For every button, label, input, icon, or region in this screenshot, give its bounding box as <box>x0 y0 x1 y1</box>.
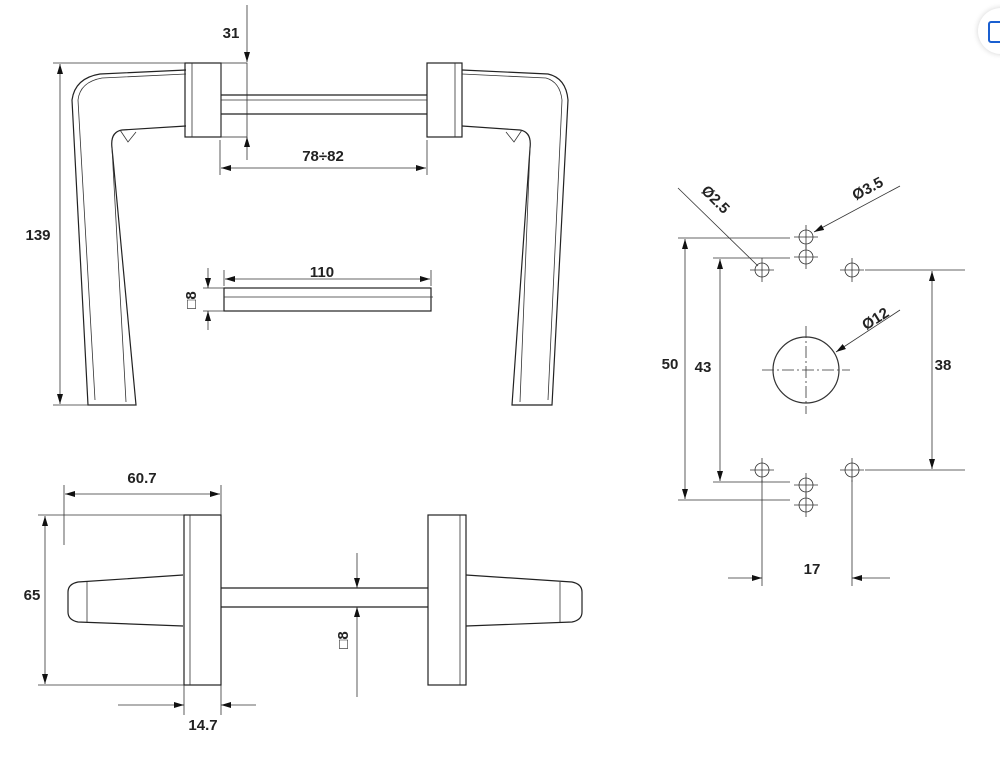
scan-icon <box>988 21 1000 43</box>
dim-hole-12: Ø12 <box>859 304 892 333</box>
dim-31: 31 <box>223 25 240 42</box>
left-handle <box>71 62 248 406</box>
dim-door-thickness: 78÷82 <box>302 148 344 165</box>
left-lever <box>67 514 222 686</box>
dim-43: 43 <box>695 359 712 376</box>
dim-38: 38 <box>935 357 952 374</box>
dim-14-7: 14.7 <box>188 717 217 734</box>
dim-110: 110 <box>310 264 334 281</box>
hole-pattern: 50 43 38 17 Ø2.5 Ø3.5 Ø12 <box>662 174 965 586</box>
dim-spindle-section-bottom: □8 <box>335 631 352 648</box>
floating-action-button[interactable] <box>978 8 1000 54</box>
dim-17: 17 <box>804 561 821 578</box>
holes <box>750 225 864 517</box>
dim-hole-3-5: Ø3.5 <box>850 174 887 204</box>
right-handle <box>426 62 569 406</box>
top-view: 31 78÷82 139 110 □8 <box>25 5 569 406</box>
dim-spindle-section-top: □8 <box>183 291 200 308</box>
spindle <box>221 94 427 115</box>
loose-spindle <box>223 287 433 312</box>
dim-139: 139 <box>25 227 50 244</box>
dim-50: 50 <box>662 356 679 373</box>
dim-60-7: 60.7 <box>127 470 156 487</box>
bottom-view: 60.7 65 14.7 □8 <box>24 470 583 734</box>
right-lever <box>427 514 583 686</box>
dim-65: 65 <box>24 587 41 604</box>
